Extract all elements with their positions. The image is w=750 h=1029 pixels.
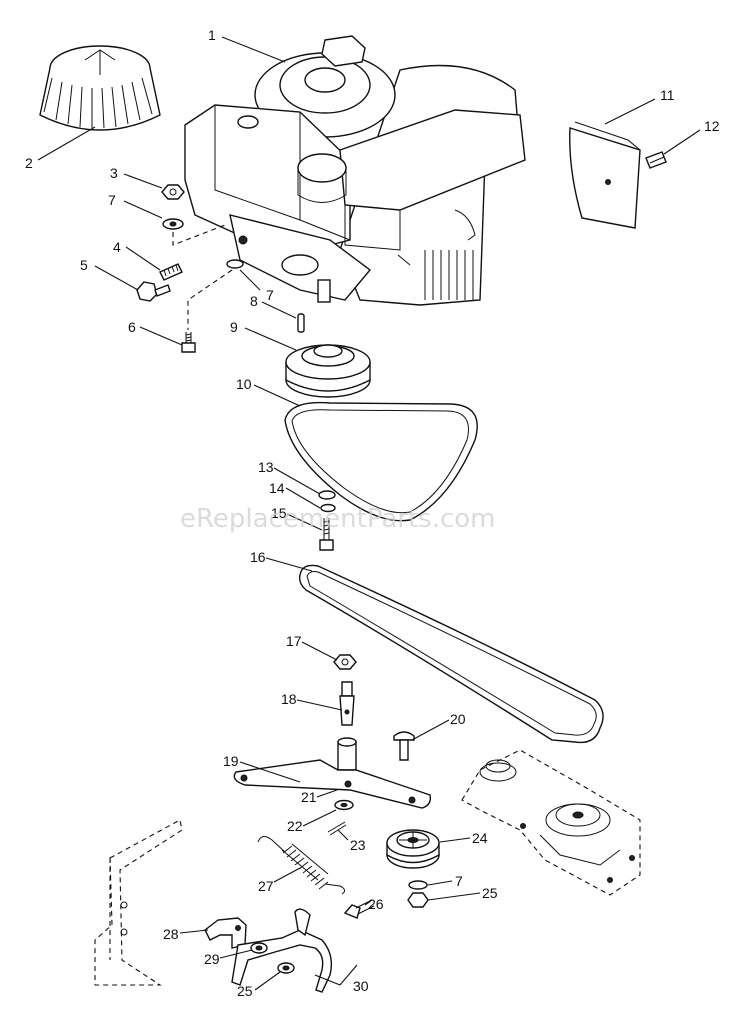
callout-labels: 1 2 3 7 4 5 7 8 6 9 10 11 12 13 14 15 16… <box>25 27 720 999</box>
callout-25-b: 25 <box>237 983 253 999</box>
callout-27: 27 <box>258 878 274 894</box>
callout-14: 14 <box>269 480 285 496</box>
callout-19: 19 <box>223 753 239 769</box>
bolt-5 <box>136 281 171 302</box>
callout-13: 13 <box>258 459 274 475</box>
nut-17 <box>333 654 357 670</box>
callout-8: 8 <box>250 293 258 309</box>
belt-10 <box>284 401 478 522</box>
callout-29: 29 <box>204 951 220 967</box>
cotter-pin-23 <box>327 821 347 836</box>
callout-26: 26 <box>368 896 384 912</box>
bracket-30 <box>231 908 333 993</box>
callout-15: 15 <box>271 505 287 521</box>
nut-25-right <box>407 892 429 908</box>
leader-lines <box>37 36 701 991</box>
washer-7-lower <box>226 259 244 269</box>
callout-11: 11 <box>660 87 675 103</box>
engine-pulley <box>285 344 371 398</box>
callout-3: 3 <box>110 165 118 181</box>
callout-7-c: 7 <box>455 873 463 889</box>
callout-18: 18 <box>281 691 297 707</box>
washer-13 <box>320 503 336 513</box>
callout-12: 12 <box>704 118 720 134</box>
screw-12 <box>645 151 667 169</box>
callout-4: 4 <box>113 239 121 255</box>
callout-6: 6 <box>128 319 136 335</box>
callout-30: 30 <box>353 978 369 994</box>
callout-21: 21 <box>301 789 317 805</box>
callout-22: 22 <box>287 818 303 834</box>
nut-3 <box>161 184 185 200</box>
callout-24: 24 <box>472 830 488 846</box>
spring-27 <box>257 836 346 895</box>
spacer-bolt-4 <box>159 263 183 281</box>
callout-9: 9 <box>230 319 238 335</box>
bolt-6 <box>181 332 196 353</box>
deck-reference-right <box>461 749 641 896</box>
bracket-28 <box>204 917 247 949</box>
callout-7-b: 7 <box>266 287 274 303</box>
belt-16 <box>298 564 604 744</box>
callout-10: 10 <box>236 376 252 392</box>
callout-23: 23 <box>350 837 366 853</box>
callout-7-a: 7 <box>108 192 116 208</box>
idler-bracket-19 <box>233 737 432 809</box>
pivot-bolt-18 <box>339 681 355 726</box>
callout-17: 17 <box>286 633 302 649</box>
grass-screen <box>39 45 161 131</box>
callout-5: 5 <box>80 257 88 273</box>
callout-25-a: 25 <box>482 885 498 901</box>
callout-28: 28 <box>163 926 179 942</box>
washer-22 <box>334 799 354 811</box>
washer-7-right <box>408 880 428 890</box>
callout-2: 2 <box>25 155 33 171</box>
callout-20: 20 <box>450 711 466 727</box>
callout-16: 16 <box>250 549 266 565</box>
key-8 <box>297 313 305 333</box>
bolt-15 <box>319 518 334 551</box>
engine <box>184 35 526 306</box>
belt-guard <box>569 121 641 229</box>
watermark: eReplacementParts.com <box>180 504 496 534</box>
washer-7-upper <box>162 218 184 230</box>
idler-pulley-24 <box>386 829 440 869</box>
carriage-bolt-20 <box>393 731 415 761</box>
deck-reference-left <box>94 819 183 986</box>
nut-29 <box>250 942 268 954</box>
callout-1: 1 <box>208 27 216 43</box>
nut-25-lower <box>277 962 295 974</box>
washer-14 <box>318 490 336 500</box>
